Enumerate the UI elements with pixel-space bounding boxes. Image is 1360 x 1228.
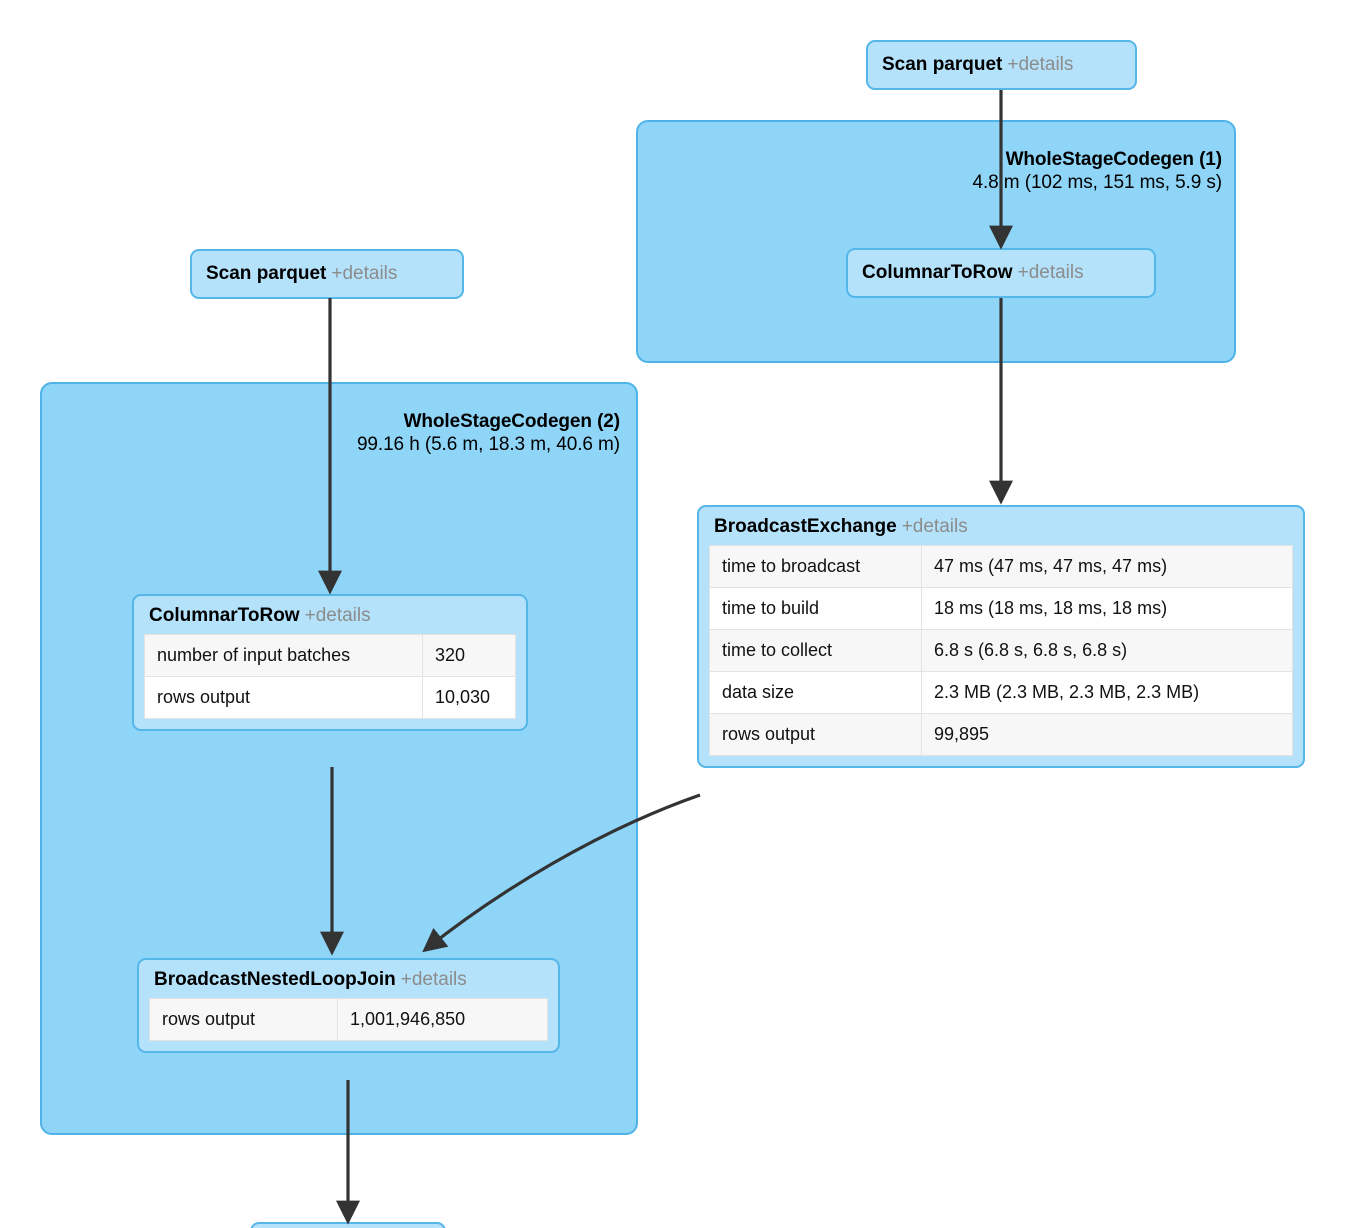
node-label: BroadcastNestedLoopJoin — [154, 969, 396, 990]
node-title: BroadcastExchange+details — [709, 516, 1293, 545]
metric-key: rows output — [709, 713, 922, 756]
node-columnartorow-left[interactable]: ColumnarToRow+details number of input ba… — [132, 594, 528, 731]
details-link[interactable]: +details — [1017, 262, 1084, 283]
node-label: ColumnarToRow — [862, 262, 1013, 283]
details-link[interactable]: +details — [901, 516, 968, 537]
metric-value: 320 — [422, 634, 516, 677]
details-link[interactable]: +details — [304, 605, 371, 626]
metric-key: time to collect — [709, 629, 922, 672]
metric-value: 1,001,946,850 — [337, 998, 548, 1041]
node-title: Scan parquet+details — [868, 54, 1087, 76]
node-title: ColumnarToRow+details — [144, 605, 516, 634]
metric-value: 47 ms (47 ms, 47 ms, 47 ms) — [921, 545, 1293, 588]
node-scan-parquet-right[interactable]: Scan parquet+details — [866, 40, 1137, 90]
cluster-label-wholestagecodegen-2: WholeStageCodegen (2) 99.16 h (5.6 m, 18… — [40, 410, 620, 456]
node-label: ColumnarToRow — [149, 605, 300, 626]
details-link[interactable]: +details — [1007, 54, 1074, 75]
cluster-metric: 99.16 h (5.6 m, 18.3 m, 40.6 m) — [356, 434, 620, 456]
cluster-metric: 4.8 m (102 ms, 151 ms, 5.9 s) — [972, 172, 1223, 194]
cluster-label-wholestagecodegen-1: WholeStageCodegen (1) 4.8 m (102 ms, 151… — [636, 148, 1223, 194]
metric-value: 18 ms (18 ms, 18 ms, 18 ms) — [921, 587, 1293, 630]
metric-value: 2.3 MB (2.3 MB, 2.3 MB, 2.3 MB) — [921, 671, 1293, 714]
metric-key: time to build — [709, 587, 922, 630]
metric-value: 10,030 — [422, 676, 516, 719]
metric-key: rows output — [144, 676, 423, 719]
cluster-title: WholeStageCodegen (1) — [1005, 149, 1223, 170]
node-broadcastexchange[interactable]: BroadcastExchange+details time to broadc… — [697, 505, 1305, 768]
node-columnartorow-right[interactable]: ColumnarToRow+details — [846, 248, 1156, 298]
cluster-title: WholeStageCodegen (2) — [403, 411, 621, 432]
node-title: Scan parquet+details — [192, 263, 411, 285]
node-label: Scan parquet — [882, 54, 1003, 75]
details-link[interactable]: +details — [400, 969, 467, 990]
node-scan-parquet-left[interactable]: Scan parquet+details — [190, 249, 464, 299]
cluster-wholestagecodegen-1 — [636, 120, 1236, 363]
node-title: BroadcastNestedLoopJoin+details — [149, 969, 548, 998]
metric-key: data size — [709, 671, 922, 714]
metric-key: number of input batches — [144, 634, 423, 677]
metric-value: 6.8 s (6.8 s, 6.8 s, 6.8 s) — [921, 629, 1293, 672]
node-label: Scan parquet — [206, 263, 327, 284]
metric-key: time to broadcast — [709, 545, 922, 588]
node-next-partial[interactable] — [250, 1222, 446, 1228]
metric-value: 99,895 — [921, 713, 1293, 756]
node-broadcastnestedloopjoin[interactable]: BroadcastNestedLoopJoin+details rows out… — [137, 958, 560, 1053]
node-label: BroadcastExchange — [714, 516, 897, 537]
node-title: ColumnarToRow+details — [848, 262, 1098, 284]
details-link[interactable]: +details — [331, 263, 398, 284]
metric-key: rows output — [149, 998, 338, 1041]
